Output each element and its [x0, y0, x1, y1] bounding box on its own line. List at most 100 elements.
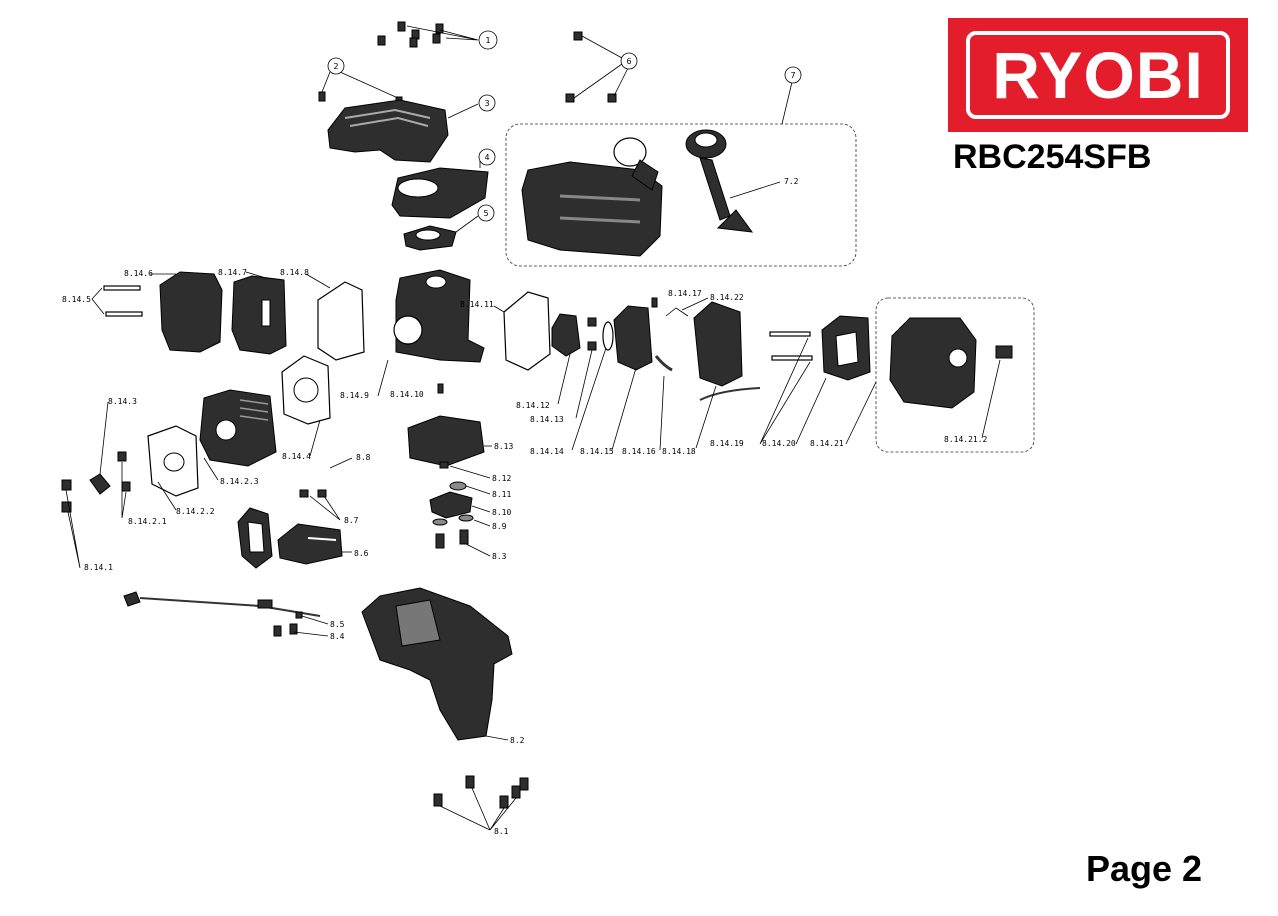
l8-14-13-label: 8.14.13	[530, 415, 564, 424]
logo-border: RYOBI	[966, 31, 1230, 119]
fuel-tank-group-part-7: 7.2	[505, 81, 857, 267]
nuts-part-8-14-2-1	[117, 451, 131, 519]
l8-14-5-label: 8.14.5	[62, 295, 91, 304]
c3-label: 3	[484, 99, 489, 108]
callout-7: 7	[784, 66, 802, 84]
l8-14-14-label: 8.14.14	[530, 447, 564, 456]
callout-2: 2	[327, 57, 345, 75]
screws-part-6	[565, 31, 629, 103]
bolts-part-8-14-5	[91, 285, 143, 317]
knob-part-8-14-21-2	[981, 345, 1013, 439]
c4-label: 4	[484, 153, 489, 162]
c2-label: 2	[333, 62, 338, 71]
crankcase-part-8-14-9	[377, 269, 485, 397]
l8-14-12-label: 8.14.12	[516, 401, 550, 410]
l8-14-21-label: 8.14.21	[810, 439, 844, 448]
clutch-part-8-10	[429, 491, 491, 519]
callout-3: 3	[478, 94, 496, 112]
c5-label: 5	[483, 209, 488, 218]
carburetor-part-8-14-15	[611, 305, 653, 451]
l8-14-2-1-label: 8.14.2.1	[128, 517, 167, 526]
ryobi-logo: RYOBI	[948, 18, 1248, 132]
l8-13-label: 8.13	[494, 442, 513, 451]
top-cover-part-3	[327, 99, 479, 163]
callout-4: 4	[478, 148, 496, 166]
page-number: Page 2	[1086, 848, 1203, 889]
spark-plug-part-8-14-3	[89, 401, 111, 495]
cylinder-part-8-14-2-3	[199, 389, 277, 481]
washer-part-8-11	[449, 481, 491, 495]
l8-5-label: 8.5	[330, 620, 345, 629]
key-part-8-12	[439, 461, 491, 479]
l8-14-11-label: 8.14.11	[460, 300, 494, 309]
l8-8-label: 8.8	[356, 453, 371, 462]
l8-6-label: 8.6	[354, 549, 369, 558]
pin-part-8-14-10	[437, 383, 444, 394]
recoil-starter-part-4	[391, 160, 489, 219]
l8-14-15-label: 8.14.15	[580, 447, 614, 456]
l8-14-22-label: 8.14.22	[710, 293, 744, 302]
screws-part-2	[318, 71, 403, 107]
heat-shield-part-8-14-8	[305, 273, 365, 361]
fuel-line-part-8-14-16	[654, 355, 673, 451]
l8-14-20-label: 8.14.20	[762, 439, 796, 448]
c6-label: 6	[626, 57, 631, 66]
base-gasket-part-8-14-2-2	[147, 425, 199, 511]
cylinder-gasket-part-8-14-4	[281, 355, 331, 457]
l8-9-label: 8.9	[492, 522, 507, 531]
c1-label: 1	[485, 36, 490, 45]
screws-part-1	[377, 21, 479, 48]
gasket-part-8-14-11	[493, 291, 551, 371]
l8-14-17-label: 8.14.17	[668, 289, 702, 298]
flywheel-part-8-13	[407, 415, 492, 467]
wire-part-8-8	[329, 457, 353, 469]
l8-14-10-label: 8.14.10	[390, 390, 424, 399]
l8-3-label: 8.3	[492, 552, 507, 561]
l8-14-18-label: 8.14.18	[662, 447, 696, 456]
l8-14-4-label: 8.14.4	[282, 452, 311, 461]
l8-14-21-2-label: 8.14.21.2	[944, 435, 988, 444]
screws-part-8-1	[433, 775, 529, 831]
fittings-part-8-14-1	[61, 479, 81, 569]
l8-14-6-label: 8.14.6	[124, 269, 153, 278]
l8-14-16-label: 8.14.16	[622, 447, 656, 456]
pulley-part-5	[403, 215, 479, 251]
washers-part-8-9	[432, 514, 491, 527]
l8-10-label: 8.10	[492, 508, 511, 517]
clip-part-8-14-22	[665, 297, 709, 317]
screws-part-8-7	[299, 489, 341, 521]
screws-part-8-4	[273, 623, 329, 637]
c7-label: 7	[790, 71, 795, 80]
model-number: RBC254SFB	[953, 138, 1152, 176]
muffler-cover-part-8-14-6	[150, 271, 223, 353]
ignition-coil-part-8-6	[277, 523, 352, 565]
gasket-part-8-14-14	[571, 321, 614, 451]
l8-14-7-label: 8.14.7	[218, 268, 247, 277]
l8-12-label: 8.12	[492, 474, 511, 483]
throttle-cable	[123, 591, 321, 617]
l8-14-19-label: 8.14.19	[710, 439, 744, 448]
callout-6: 6	[620, 52, 638, 70]
bolts-part-8-14-19	[759, 331, 813, 445]
l8-11-label: 8.11	[492, 490, 511, 499]
fuel-cap-part-7-2	[685, 129, 781, 233]
insulator-part-8-14-12	[551, 313, 581, 405]
muffler-part-8-14-7	[231, 271, 287, 355]
air-filter-cover-group-part-8-14-21	[845, 297, 1035, 453]
air-filter-base-part-8-14-18	[693, 301, 761, 449]
screw-part-8-14-17	[651, 297, 658, 308]
l8-14-8-label: 8.14.8	[280, 268, 309, 277]
l8-7-label: 8.7	[344, 516, 359, 525]
l8-14-2-3-label: 8.14.2.3	[220, 477, 259, 486]
callout-1: 1	[478, 30, 498, 50]
logo-text: RYOBI	[992, 38, 1204, 112]
handle-grip	[237, 507, 273, 569]
l8-4-label: 8.4	[330, 632, 345, 641]
l8-14-1-label: 8.14.1	[84, 563, 113, 572]
air-filter-part-8-14-20	[795, 315, 871, 445]
l8-1-label: 8.1	[494, 827, 509, 836]
screw-part-8-5	[295, 611, 329, 625]
l7-2-label: 7.2	[784, 177, 799, 186]
callout-5: 5	[477, 204, 495, 222]
